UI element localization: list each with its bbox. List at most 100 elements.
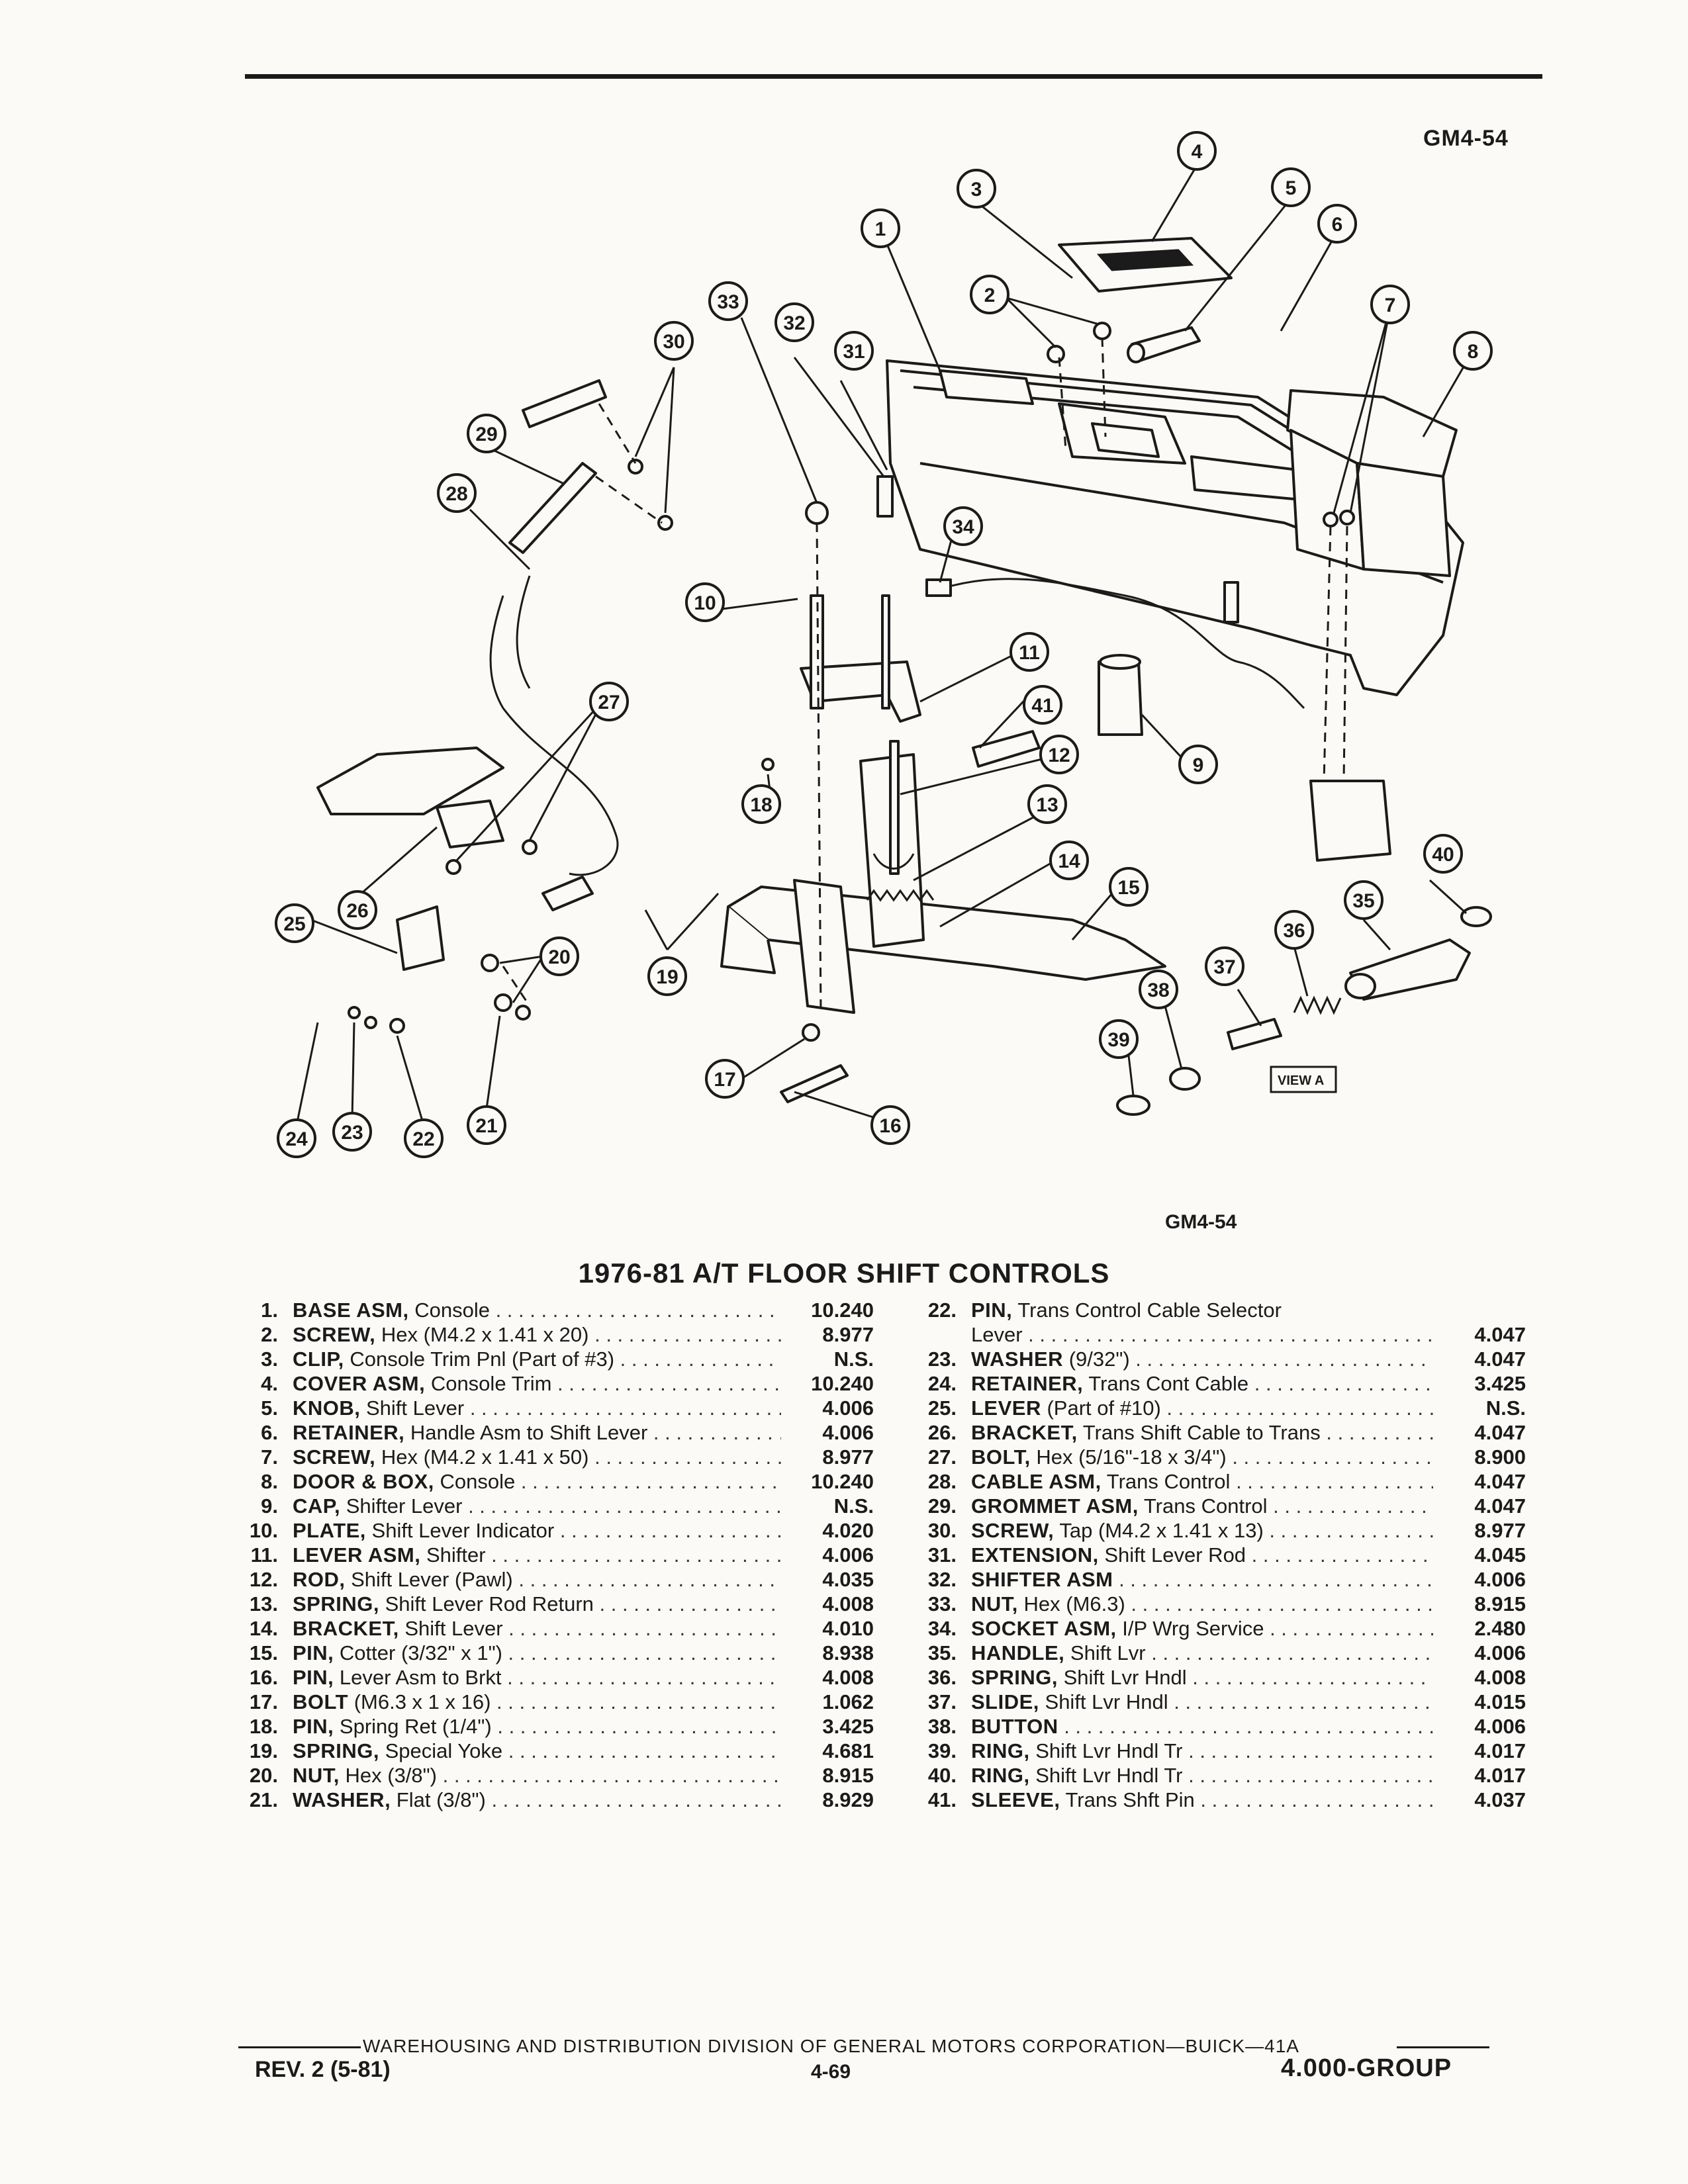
group-code: N.S. <box>1485 1396 1526 1420</box>
leader-dots: . . . . . . . . . . . . . . . . . . . . … <box>1166 1396 1433 1420</box>
part-detail: (M6.3 x 1 x 16) <box>348 1690 491 1713</box>
part-detail: Lever <box>971 1323 1023 1346</box>
parts-row: 9.CAP, Shifter Lever . . . . . . . . . .… <box>225 1494 874 1519</box>
part-number: 13. <box>249 1592 278 1615</box>
parts-row: 12. ROD, Shift Lever (Pawl) . . . . . . .… <box>225 1568 874 1592</box>
part-number: 37. <box>927 1690 957 1713</box>
part-description: RETAINER, Trans Cont Cable . . . . . . .… <box>971 1372 1433 1396</box>
leader-dots: . . . . . . . . . . . . . . . . . . . . … <box>1135 1347 1433 1371</box>
leader-dots: . . . . . . . . . . . . . . . . . . . . … <box>1254 1372 1433 1395</box>
part-name: PIN, <box>971 1298 1013 1322</box>
part-description: SLIDE, Shift Lvr Hndl . . . . . . . . . … <box>971 1690 1433 1714</box>
leader-dots: . . . . . . . . . . . . . . . . . . . . … <box>468 1494 781 1518</box>
parts-row: 37. SLIDE, Shift Lvr Hndl . . . . . . . .… <box>904 1690 1526 1715</box>
part-detail: Trans Shift Cable to Trans <box>1077 1421 1321 1444</box>
part-description: EXTENSION, Shift Lever Rod . . . . . . .… <box>971 1543 1433 1567</box>
callout-10: 10 <box>685 582 725 622</box>
callout-23: 23 <box>332 1112 372 1152</box>
parts-row: 40.RING, Shift Lvr Hndl Tr . . . . . . .… <box>904 1764 1526 1788</box>
part-number: 11. <box>250 1543 278 1567</box>
callout-32: 32 <box>774 302 814 342</box>
part-detail: Trans Control Cable Selector <box>1012 1298 1282 1322</box>
part-name: DOOR & BOX, <box>293 1470 434 1493</box>
group-code: 4.008 <box>822 1666 874 1689</box>
part-number: 6. <box>261 1421 278 1444</box>
part-detail: Shift Lever <box>360 1396 465 1420</box>
parts-row: 20.NUT, Hex (3/8") . . . . . . . . . . .… <box>225 1764 874 1788</box>
part-detail: Shifter Lever <box>340 1494 463 1518</box>
part-number: 19. <box>249 1739 278 1762</box>
part-number: 30. <box>927 1519 957 1542</box>
parts-list-left: 1.BASE ASM, Console . . . . . . . . . . … <box>225 1298 874 1813</box>
part-number: 9. <box>261 1494 278 1518</box>
leader-dots: . . . . . . . . . . . . . . . . . . . . … <box>1151 1641 1433 1664</box>
callout-label: 32 <box>783 312 805 334</box>
group-code: 4.035 <box>822 1568 874 1591</box>
part-number: 22. <box>927 1298 957 1322</box>
part-description: SCREW, Hex (M4.2 x 1.41 x 20) . . . . . … <box>293 1323 781 1347</box>
leader-dots: . . . . . . . . . . . . . . . . . . . . … <box>1064 1715 1433 1738</box>
part-number: 33. <box>927 1592 957 1615</box>
callout-label: 41 <box>1031 695 1053 717</box>
part-number: 40. <box>927 1764 957 1787</box>
part-detail: Trans Control <box>1101 1470 1231 1493</box>
callout-12: 12 <box>1039 735 1079 774</box>
parts-row: 14.BRACKET, Shift Lever . . . . . . . . … <box>225 1617 874 1641</box>
leader-dots: . . . . . . . . . . . . . . . . . . . . … <box>507 1666 781 1689</box>
part-name: BRACKET, <box>293 1617 399 1640</box>
callout-7: 7 <box>1370 285 1410 324</box>
callout-label: 39 <box>1107 1029 1129 1051</box>
part-description: LEVER ASM, Shifter . . . . . . . . . . .… <box>293 1543 781 1567</box>
part-description: NUT, Hex (M6.3) . . . . . . . . . . . . … <box>971 1592 1433 1616</box>
part-detail: Hex (M4.2 x 1.41 x 20) <box>375 1323 589 1346</box>
part-description: SPRING, Shift Lvr Hndl . . . . . . . . .… <box>971 1666 1433 1690</box>
group-code: 10.240 <box>811 1372 874 1395</box>
part-name: COVER ASM, <box>293 1372 426 1395</box>
part-number: 12. <box>249 1568 278 1591</box>
part-name: EXTENSION, <box>971 1543 1099 1567</box>
leader-dots: . . . . . . . . . . . . . . . . . . . . … <box>1236 1470 1433 1493</box>
part-description: ROD, Shift Lever (Pawl) . . . . . . . . … <box>293 1568 781 1592</box>
part-number: 28. <box>927 1470 957 1493</box>
part-number: 7. <box>261 1445 278 1469</box>
part-name: KNOB, <box>293 1396 361 1420</box>
parts-row: 2.SCREW, Hex (M4.2 x 1.41 x 20) . . . . … <box>225 1323 874 1347</box>
callout-24: 24 <box>277 1118 316 1158</box>
part-name: HANDLE, <box>971 1641 1065 1664</box>
callout-label: 22 <box>412 1128 434 1150</box>
part-detail: (9/32") <box>1063 1347 1130 1371</box>
callout-27: 27 <box>589 682 629 721</box>
part-description: WASHER (9/32") . . . . . . . . . . . . .… <box>971 1347 1433 1371</box>
group-code: 4.006 <box>822 1396 874 1420</box>
part-name: LEVER <box>971 1396 1041 1420</box>
callout-label: 26 <box>346 900 368 922</box>
parts-row: 18.PIN, Spring Ret (1/4") . . . . . . . … <box>225 1715 874 1739</box>
group-code: 8.977 <box>822 1445 874 1469</box>
group-code: 8.977 <box>822 1323 874 1346</box>
leader-dots: . . . . . . . . . . . . . . . . . . . . … <box>599 1592 781 1615</box>
part-number: 15. <box>249 1641 278 1664</box>
leader-dots: . . . . . . . . . . . . . . . . . . . . … <box>1119 1568 1433 1591</box>
shift-knob <box>1127 326 1201 363</box>
callout-label: 38 <box>1147 979 1169 1001</box>
callout-label: 36 <box>1283 920 1305 942</box>
part-description: RING, Shift Lvr Hndl Tr . . . . . . . . … <box>971 1739 1433 1763</box>
group-code: 4.681 <box>822 1739 874 1762</box>
part-name: SHIFTER ASM <box>971 1568 1113 1591</box>
part-name: CABLE ASM, <box>971 1470 1102 1493</box>
callout-label: 31 <box>843 341 865 363</box>
callout-39: 39 <box>1099 1019 1139 1059</box>
console-trim-cover <box>1058 237 1233 293</box>
part-detail: Shift Lever <box>399 1617 503 1640</box>
part-detail: Trans Cont Cable <box>1083 1372 1249 1395</box>
figure-id-top: GM4-54 <box>1423 126 1509 151</box>
group-code: 4.047 <box>1474 1421 1526 1444</box>
callout-label: 35 <box>1352 890 1374 912</box>
group-code: 2.480 <box>1474 1617 1526 1640</box>
part-name: SPRING, <box>971 1666 1058 1689</box>
parts-row: 1.BASE ASM, Console . . . . . . . . . . … <box>225 1298 874 1323</box>
part-detail: Shift Lever (Pawl) <box>345 1568 513 1591</box>
group-code: 4.037 <box>1474 1788 1526 1811</box>
group-code: 8.929 <box>822 1788 874 1811</box>
